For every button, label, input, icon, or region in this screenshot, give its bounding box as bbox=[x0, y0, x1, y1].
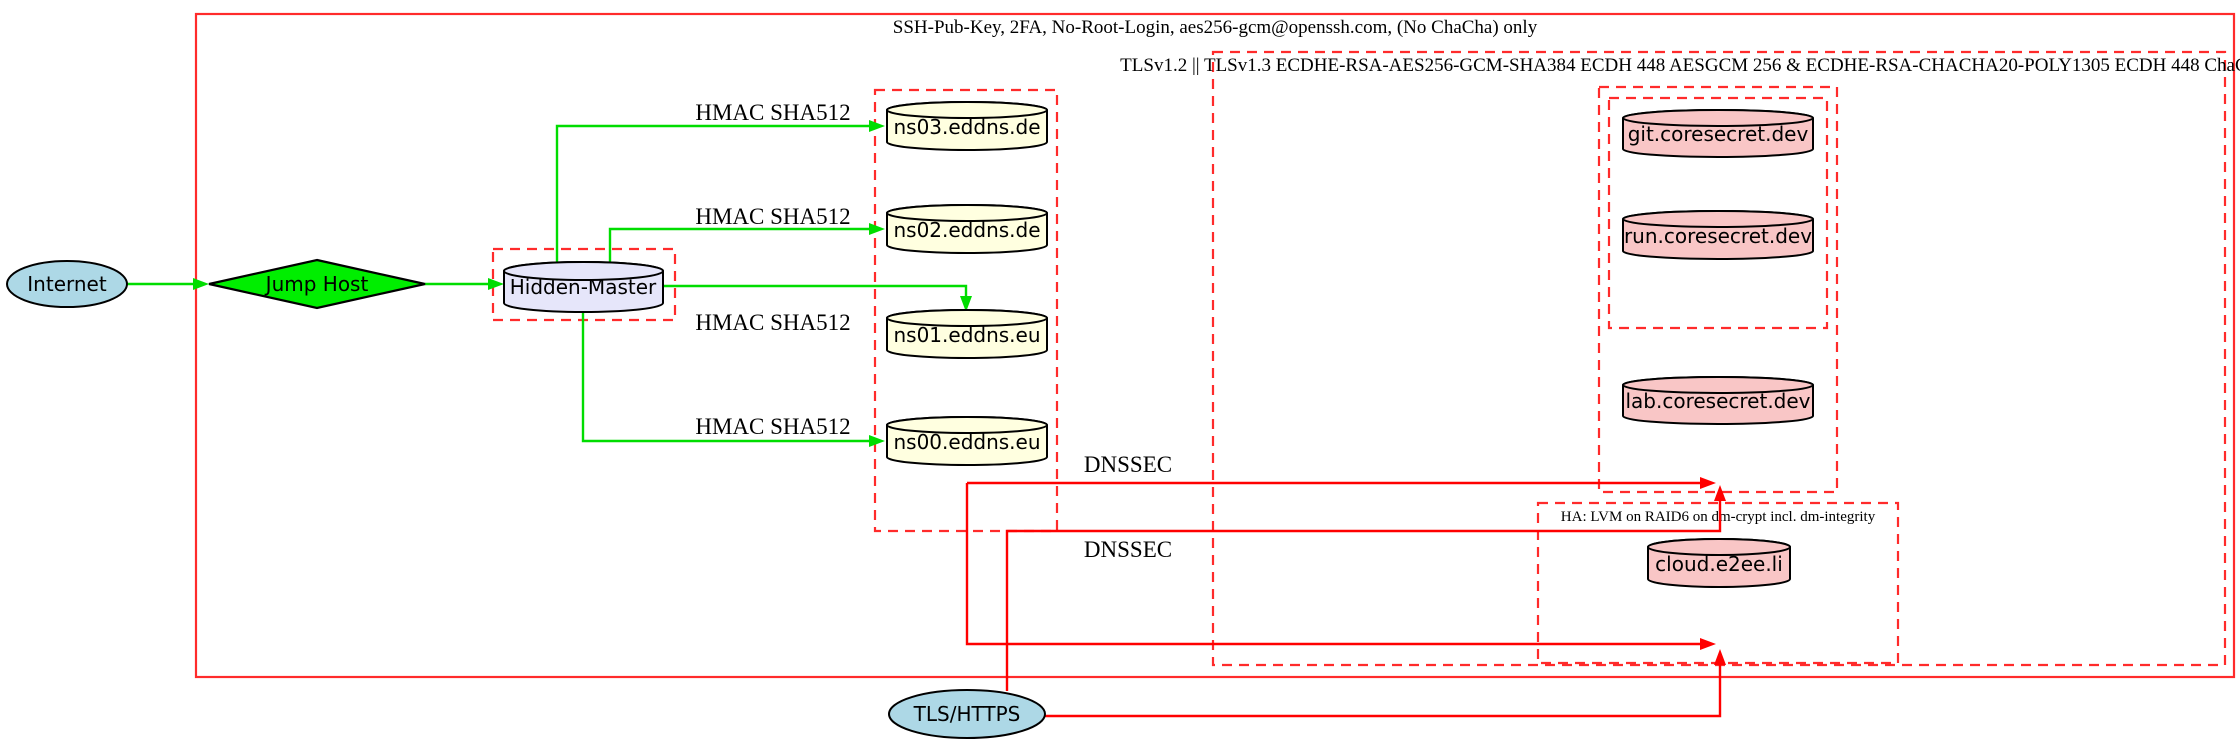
green-arrowheads bbox=[193, 120, 972, 447]
git-label: git.coresecret.dev bbox=[1628, 122, 1809, 146]
red-edges bbox=[965, 481, 1722, 718]
edge-hiddenmaster-ns03 bbox=[555, 124, 869, 263]
tls-cluster-label: TLSv1.2 || TLSv1.3 ECDHE-RSA-AES256-GCM-… bbox=[1120, 55, 2240, 76]
green-edges bbox=[127, 124, 968, 443]
lab-label: lab.coresecret.dev bbox=[1625, 389, 1810, 413]
coresecret-outer-cluster-box bbox=[1597, 85, 1839, 494]
arrowhead-jumphost bbox=[193, 278, 209, 290]
lab-cylinder-top bbox=[1622, 376, 1814, 394]
ssh-cluster-box bbox=[194, 12, 2236, 679]
ns03-cylinder-top bbox=[886, 101, 1048, 119]
edge-dnssec-ha bbox=[965, 483, 1700, 646]
node-cloud: cloud.e2ee.li bbox=[1647, 538, 1791, 588]
node-git: git.coresecret.dev bbox=[1622, 109, 1814, 158]
ns01-cylinder-top bbox=[886, 309, 1048, 327]
ns01-label: ns01.eddns.eu bbox=[893, 323, 1040, 347]
arrowhead-ns00 bbox=[869, 435, 885, 447]
arrowhead-hiddenmaster bbox=[488, 278, 504, 290]
node-lab: lab.coresecret.dev bbox=[1622, 376, 1814, 425]
coresecret-inner-cluster-box bbox=[1607, 96, 1829, 330]
arrowhead-dnssec-bottom bbox=[1700, 638, 1716, 650]
arrowhead-ha-bottom bbox=[1714, 649, 1726, 665]
git-cylinder-top bbox=[1622, 109, 1814, 127]
edge-hiddenmaster-ns02 bbox=[608, 227, 869, 263]
tls-https-label: TLS/HTTPS bbox=[913, 702, 1021, 726]
internet-ellipse bbox=[6, 260, 128, 308]
hmac-label-ns03: HMAC SHA512 bbox=[695, 100, 850, 125]
cluster-boxes bbox=[194, 12, 2236, 679]
node-ns01: ns01.eddns.eu bbox=[886, 309, 1048, 359]
edge-tlshttps-coresecret bbox=[1005, 501, 1722, 691]
ns00-cylinder-top bbox=[886, 416, 1048, 434]
arrowhead-dnssec-top bbox=[1700, 477, 1716, 489]
node-run: run.coresecret.dev bbox=[1622, 210, 1814, 260]
hmac-label-ns02: HMAC SHA512 bbox=[695, 204, 850, 229]
hidden-master-cylinder-top bbox=[503, 261, 664, 281]
arrowhead-ns02 bbox=[869, 223, 885, 235]
arrowhead-ns01 bbox=[960, 296, 972, 312]
tls-https-ellipse bbox=[888, 689, 1046, 739]
ns03-label: ns03.eddns.de bbox=[893, 115, 1040, 139]
cloud-cylinder-top bbox=[1647, 538, 1791, 556]
internet-label: Internet bbox=[27, 272, 107, 296]
dnssec-label-bottom: DNSSEC bbox=[1084, 537, 1172, 562]
node-ns02: ns02.eddns.de bbox=[886, 204, 1048, 254]
node-ns00: ns00.eddns.eu bbox=[886, 416, 1048, 466]
run-cylinder-top bbox=[1622, 210, 1814, 228]
cloud-label: cloud.e2ee.li bbox=[1655, 552, 1783, 576]
arrowhead-ns03 bbox=[869, 120, 885, 132]
node-jump-host: Jump Host bbox=[208, 258, 426, 310]
node-internet: Internet bbox=[6, 260, 128, 308]
node-tls-https: TLS/HTTPS bbox=[888, 689, 1046, 739]
jump-host-diamond bbox=[208, 258, 426, 310]
hmac-label-ns00: HMAC SHA512 bbox=[695, 414, 850, 439]
node-hidden-master: Hidden-Master bbox=[503, 261, 664, 313]
edge-hiddenmaster-ns01 bbox=[663, 284, 968, 296]
run-label: run.coresecret.dev bbox=[1624, 224, 1812, 248]
node-ns03: ns03.eddns.de bbox=[886, 101, 1048, 151]
ha-cluster-label: HA: LVM on RAID6 on dm-crypt incl. dm-in… bbox=[1561, 509, 1876, 525]
ssh-cluster-label: SSH-Pub-Key, 2FA, No-Root-Login, aes256-… bbox=[893, 17, 1538, 38]
arrowhead-coresecret-bottom bbox=[1714, 485, 1726, 501]
jump-host-label: Jump Host bbox=[264, 272, 369, 296]
hidden-master-label: Hidden-Master bbox=[510, 275, 657, 299]
dnssec-label-top: DNSSEC bbox=[1084, 452, 1172, 477]
edge-hiddenmaster-ns00 bbox=[581, 312, 869, 443]
red-arrowheads bbox=[1700, 477, 1726, 665]
ns00-label: ns00.eddns.eu bbox=[893, 430, 1040, 454]
ns02-label: ns02.eddns.de bbox=[893, 218, 1040, 242]
ns02-cylinder-top bbox=[886, 204, 1048, 222]
edge-tlshttps-ha bbox=[1044, 665, 1722, 718]
hmac-label-ns01: HMAC SHA512 bbox=[695, 310, 850, 335]
